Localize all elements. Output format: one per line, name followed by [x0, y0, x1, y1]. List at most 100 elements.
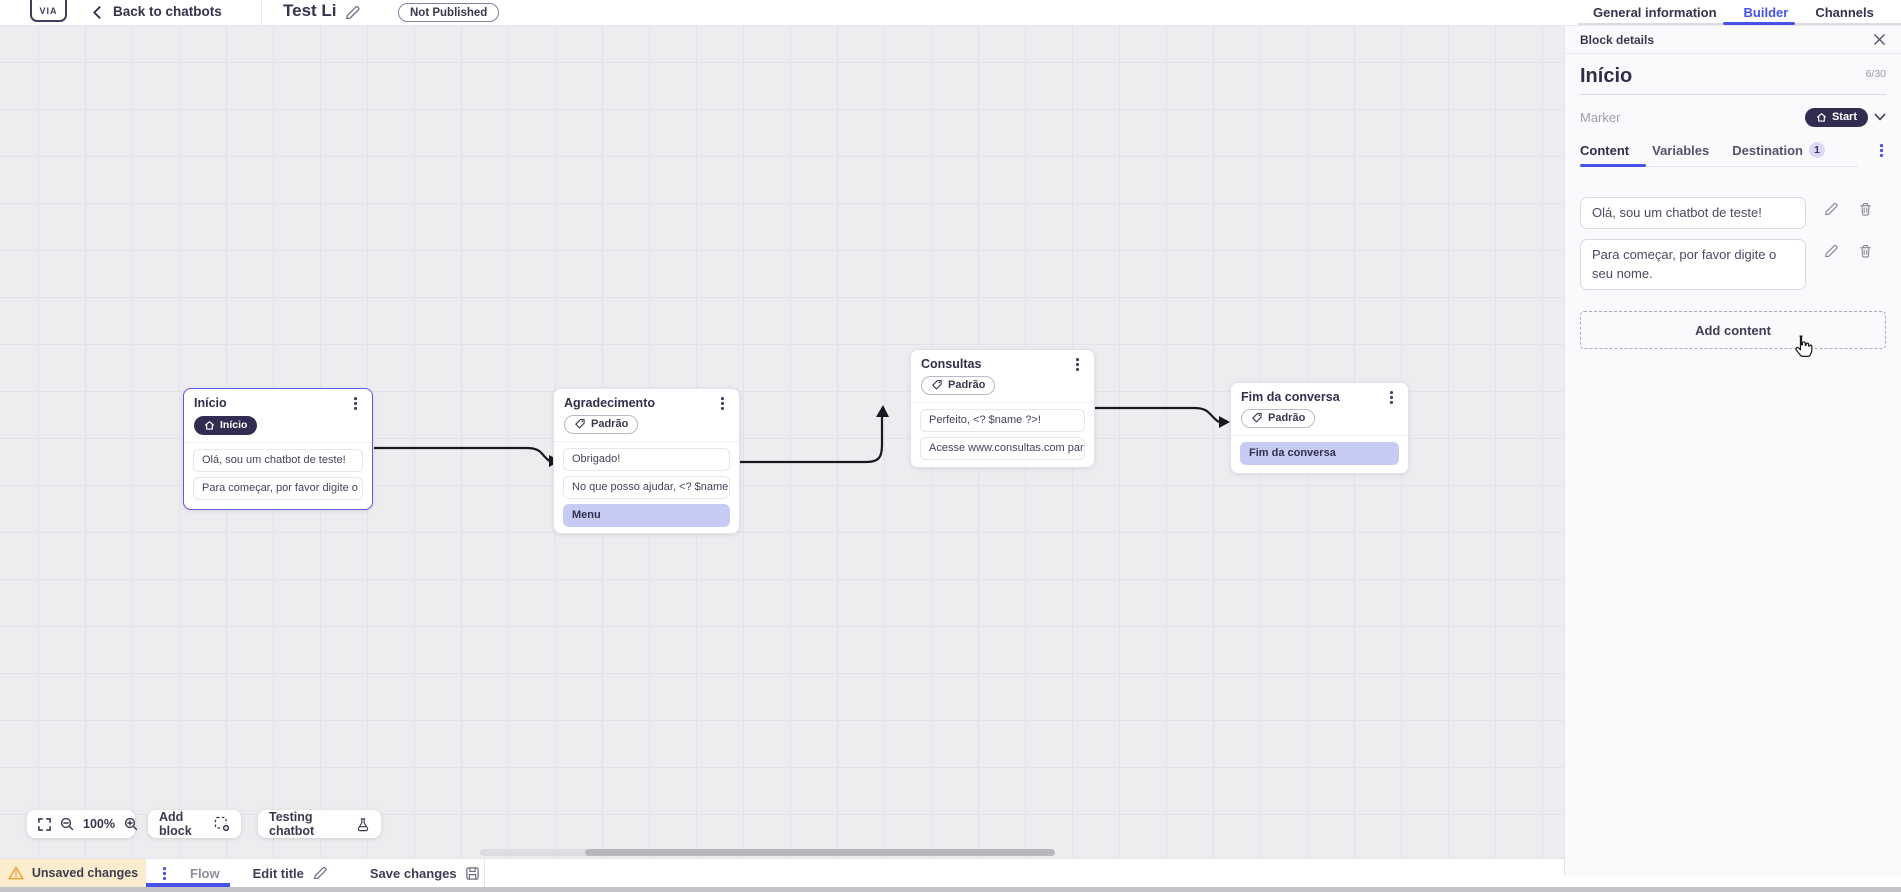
- tab-variables[interactable]: Variables: [1652, 142, 1710, 158]
- node-message[interactable]: Perfeito, <? $name ?>!: [920, 409, 1085, 432]
- zoom-out-icon[interactable]: [60, 817, 74, 831]
- save-changes-label: Save changes: [369, 865, 457, 881]
- delete-content-icon[interactable]: [1858, 243, 1873, 259]
- warning-icon: [8, 866, 24, 880]
- app-logo-text: VIA: [39, 6, 58, 16]
- tab-channels[interactable]: Channels: [1815, 5, 1874, 20]
- chatbot-title: Test Li: [283, 1, 337, 20]
- node-menu-block[interactable]: Menu: [563, 504, 730, 527]
- tag-icon: [932, 379, 942, 390]
- builder-tab-indicator: [1723, 22, 1795, 25]
- node-menu-icon[interactable]: [1385, 390, 1398, 405]
- content-text[interactable]: Olá, sou um chatbot de teste!: [1580, 197, 1806, 229]
- tag-icon: [575, 418, 585, 429]
- home-icon: [204, 420, 215, 430]
- node-menu-icon[interactable]: [349, 396, 362, 411]
- chevron-down-icon[interactable]: [1874, 113, 1886, 122]
- flow-node-agradecimento[interactable]: Agradecimento Padrão Obrigado! No que po…: [553, 388, 740, 534]
- block-details-panel: Block details Início 6/30 Marker Start: [1564, 26, 1901, 876]
- bottom-bar: Unsaved changes Flow Edit title Save cha…: [0, 858, 1564, 888]
- node-message[interactable]: Obrigado!: [563, 448, 730, 471]
- block-name-input[interactable]: Início: [1580, 65, 1633, 87]
- tag-badge: Padrão: [1241, 409, 1316, 428]
- panel-header: Block details: [1565, 26, 1901, 54]
- destination-count-badge: 1: [1809, 142, 1826, 158]
- add-block-icon: [214, 816, 230, 832]
- testing-chatbot-button[interactable]: Testing chatbot: [258, 810, 381, 838]
- tab-builder[interactable]: Builder: [1743, 5, 1789, 20]
- add-block-label: Add block: [159, 810, 192, 838]
- panel-tabs: Content Variables Destination 1: [1580, 142, 1886, 166]
- tab-flow[interactable]: Flow: [190, 865, 220, 881]
- node-menu-icon[interactable]: [1071, 357, 1084, 372]
- node-title: Fim da conversa: [1241, 390, 1340, 404]
- add-content-button[interactable]: Add content: [1580, 311, 1886, 349]
- content-text[interactable]: Para começar, por favor digite o seu nom…: [1580, 239, 1806, 290]
- marker-value-pill[interactable]: Start: [1804, 108, 1868, 127]
- node-end-block[interactable]: Fim da conversa: [1240, 442, 1399, 465]
- panel-footer: [1564, 876, 1901, 887]
- fit-screen-icon[interactable]: [38, 817, 51, 831]
- edit-content-icon[interactable]: [1823, 243, 1839, 259]
- window-edge: [0, 887, 1901, 892]
- edit-title-button[interactable]: Edit title: [253, 865, 328, 881]
- node-message[interactable]: Acesse www.consultas.com par...: [920, 437, 1085, 460]
- testing-chatbot-label: Testing chatbot: [269, 810, 315, 838]
- edit-title-label: Edit title: [252, 865, 304, 881]
- top-bar: VIA Back to chatbots Test Li Not Publish…: [0, 0, 1901, 26]
- node-title: Consultas: [921, 357, 982, 371]
- canvas-scrollbar-thumb[interactable]: [585, 849, 1055, 856]
- flow-menu-icon[interactable]: [158, 866, 171, 881]
- panel-menu-icon[interactable]: [1875, 143, 1888, 158]
- node-message[interactable]: Para começar, por favor digite o ...: [193, 476, 363, 500]
- flow-tab-indicator: [146, 883, 230, 887]
- tag-label: Padrão: [948, 379, 986, 391]
- tab-general-information[interactable]: General information: [1593, 5, 1717, 20]
- marker-value-label: Start: [1831, 111, 1857, 123]
- add-block-button[interactable]: Add block: [148, 810, 241, 838]
- tag-label: Padrão: [1268, 412, 1306, 424]
- tab-content[interactable]: Content: [1580, 142, 1630, 158]
- flow-node-consultas[interactable]: Consultas Padrão Perfeito, <? $name ?>! …: [910, 349, 1095, 468]
- tab-destination[interactable]: Destination 1: [1732, 142, 1826, 158]
- back-to-chatbots-link[interactable]: Back to chatbots: [113, 4, 222, 19]
- tag-label: Padrão: [591, 418, 629, 430]
- home-icon: [1816, 112, 1826, 122]
- edit-content-icon[interactable]: [1823, 201, 1839, 217]
- save-icon: [465, 866, 480, 881]
- tag-badge: Padrão: [921, 376, 996, 395]
- delete-content-icon[interactable]: [1858, 201, 1873, 217]
- bottombar-divider: [484, 859, 485, 888]
- flow-node-inicio[interactable]: Início Início Olá, sou um chatbot de tes…: [183, 388, 373, 510]
- start-marker-badge: Início: [194, 416, 258, 435]
- unsaved-changes-label: Unsaved changes: [31, 866, 139, 880]
- node-title: Agradecimento: [564, 396, 655, 410]
- content-item: Olá, sou um chatbot de teste!: [1580, 197, 1886, 229]
- marker-label: Marker: [1580, 110, 1621, 125]
- back-chevron-icon[interactable]: [90, 5, 105, 20]
- node-menu-icon[interactable]: [716, 396, 729, 411]
- unsaved-changes-banner: Unsaved changes: [0, 859, 146, 887]
- flask-icon: [356, 817, 370, 832]
- save-changes-button[interactable]: Save changes: [370, 866, 480, 881]
- panel-header-title: Block details: [1580, 32, 1655, 47]
- node-message[interactable]: No que posso ajudar, <? $name ...: [563, 476, 730, 499]
- block-name-underline: [1580, 94, 1886, 95]
- close-icon[interactable]: [1873, 33, 1886, 46]
- content-item: Para começar, por favor digite o seu nom…: [1580, 239, 1886, 290]
- flow-canvas[interactable]: Início Início Olá, sou um chatbot de tes…: [0, 26, 1564, 858]
- main-tabs: General information Builder Channels: [1593, 0, 1874, 25]
- panel-tabs-track: [1580, 164, 1858, 167]
- tag-icon: [1252, 412, 1262, 423]
- app-logo-icon[interactable]: VIA: [30, 0, 67, 22]
- char-counter: 6/30: [1865, 68, 1886, 80]
- canvas-scrollbar-track[interactable]: [480, 849, 590, 856]
- flow-node-fim-da-conversa[interactable]: Fim da conversa Padrão Fim da conversa: [1230, 382, 1409, 474]
- node-message[interactable]: Olá, sou um chatbot de teste!: [193, 448, 363, 472]
- content-tab-indicator: [1580, 164, 1646, 167]
- status-badge: Not Published: [398, 3, 500, 22]
- tab-destination-label: Destination: [1732, 142, 1804, 158]
- zoom-in-icon[interactable]: [124, 817, 138, 831]
- edit-title-pencil-icon[interactable]: [344, 4, 361, 21]
